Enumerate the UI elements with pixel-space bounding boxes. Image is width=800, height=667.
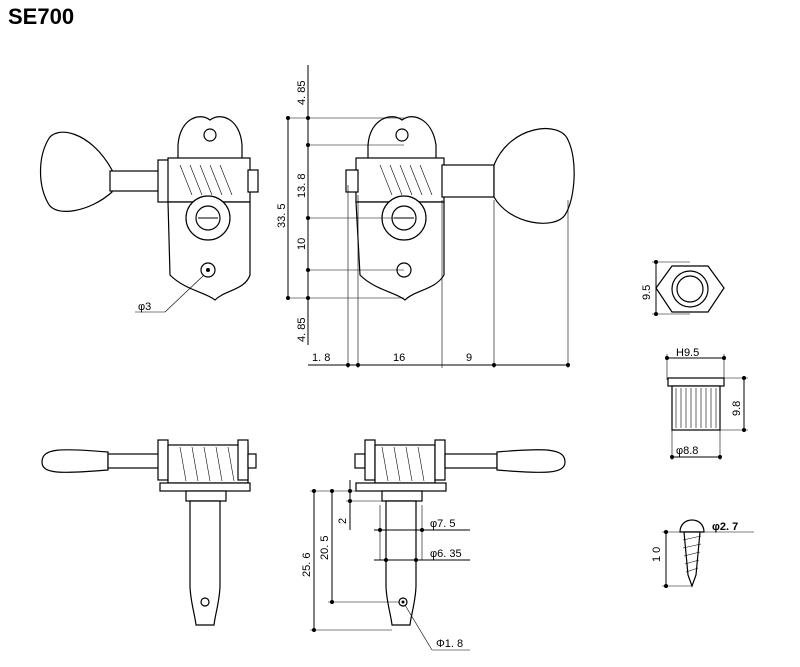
mounting-screw: φ2. 7 1 0	[651, 519, 754, 588]
dim-205: 20. 5	[319, 536, 331, 560]
tuner-front-right	[345, 116, 575, 301]
dim-16: 16	[393, 352, 405, 364]
tuner-front-left: φ3	[39, 116, 259, 313]
horizontal-dimensions: 1. 8 16 9	[308, 185, 570, 368]
screw-diameter-label: φ2. 7	[712, 521, 738, 533]
hole-diameter-label: φ3	[138, 301, 151, 313]
bushing-height-label: 9.8	[731, 401, 743, 416]
dim-256: 25. 6	[301, 553, 313, 577]
nut-size-label: 9.5	[641, 285, 653, 300]
dim-phi75: φ7. 5	[430, 518, 455, 530]
bushing: H9.5 9.8 φ8.8	[665, 347, 748, 460]
dim-138: 13. 8	[296, 174, 308, 198]
dim-2: 2	[337, 518, 349, 524]
tuner-side-left	[41, 439, 257, 626]
vertical-dimensions: 4. 85 13. 8 33. 5 10 4. 85	[276, 65, 404, 345]
dim-9: 9	[466, 352, 472, 364]
dim-phi635: φ6. 35	[430, 548, 462, 560]
dim-top-485: 4. 85	[296, 81, 308, 105]
dim-phi18: Φ1. 8	[436, 638, 463, 650]
dim-18: 1. 8	[312, 352, 330, 364]
bushing-diameter-label: φ8.8	[676, 445, 698, 457]
dim-10: 10	[296, 238, 308, 250]
drawing-title: SE700	[8, 4, 74, 29]
screw-length-label: 1 0	[651, 547, 663, 562]
dim-bottom-485: 4. 85	[296, 318, 308, 342]
bushing-h95-label: H9.5	[676, 347, 699, 359]
dim-335: 33. 5	[276, 204, 288, 228]
hex-nut: 9.5	[641, 260, 725, 316]
tuner-side-right: 25. 6 20. 5 2 φ7. 5 φ6. 35 Φ1. 8	[301, 439, 566, 651]
